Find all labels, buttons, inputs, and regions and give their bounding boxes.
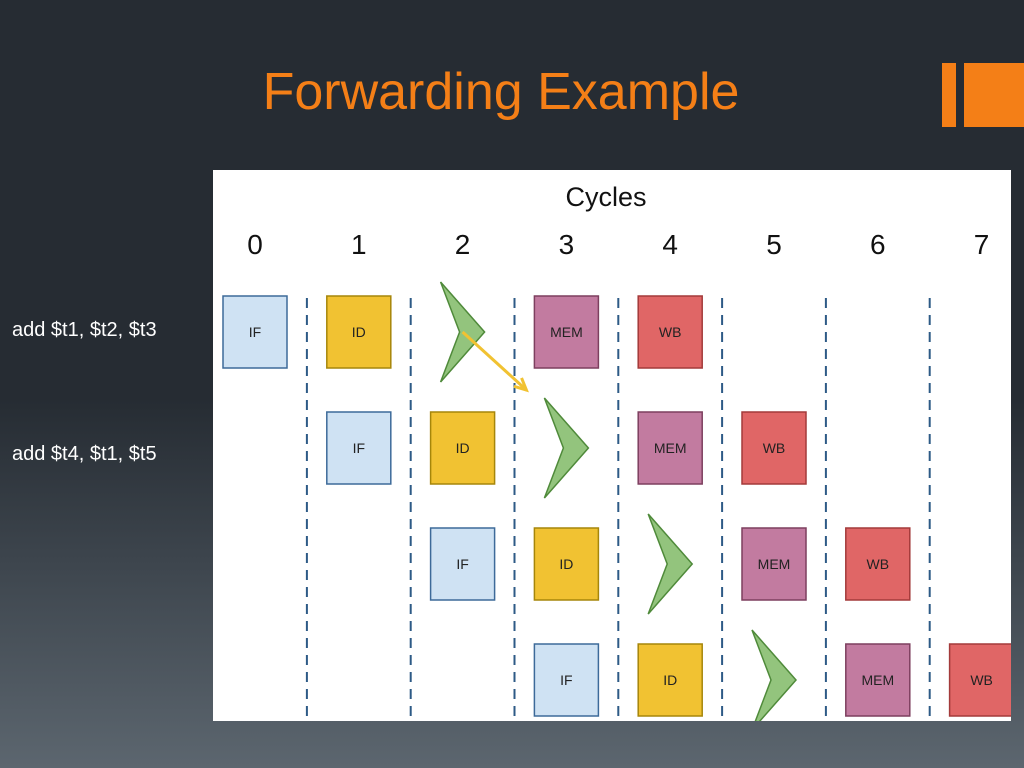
id-stage-label: ID [663,672,677,688]
if-stage-label: IF [456,556,468,572]
cycle-label-2: 2 [455,229,471,260]
if-stage-box [533,643,600,717]
if-stage-label: IF [560,672,572,688]
id-stage-label: ID [456,440,470,456]
logo-bar-thin [942,63,956,127]
forwarding-arrowhead [513,377,529,393]
cycle-label-0: 0 [247,229,263,260]
mem-stage-label: MEM [861,672,894,688]
cycle-label-6: 6 [870,229,886,260]
mem-stage-box [533,295,600,369]
wb-stage-label: WB [763,440,786,456]
pipeline-svg: Cycles 0 1 2 3 4 5 6 7IF ID MEM WB IF ID MEM WB IF ID MEM… [222,182,1011,721]
wb-stage-box [948,643,1011,717]
instruction-label-2: add $t4, $t1, $t5 [12,443,157,465]
id-stage-box [429,411,496,485]
wb-stage-label: WB [867,556,890,572]
wb-stage-box [845,527,911,601]
id-stage-label: ID [559,556,573,572]
ex-stage-marker [543,397,590,499]
if-stage-label: IF [249,324,261,340]
cycle-label-1: 1 [351,229,367,260]
ex-stage-marker [647,513,694,615]
forwarding-arrow [461,330,528,392]
cycle-label-3: 3 [559,229,575,260]
mem-stage-label: MEM [758,556,791,572]
wb-stage-box [637,295,703,369]
cycle-label-4: 4 [662,229,678,260]
mem-stage-box [845,643,911,717]
wb-stage-box [741,411,807,485]
id-stage-box [533,527,600,601]
if-stage-box [326,411,392,485]
if-stage-box [222,295,288,369]
if-stage-box [429,527,496,601]
instruction-label-1: add $t1, $t2, $t3 [12,319,157,341]
id-stage-box [326,295,392,369]
if-stage-label: IF [353,440,365,456]
id-stage-label: ID [352,324,366,340]
mem-stage-box [741,527,807,601]
cycles-axis-title: Cycles [565,182,646,212]
logo [942,63,1024,127]
wb-stage-label: WB [659,324,682,340]
ex-stage-marker [751,629,797,721]
cycle-label-5: 5 [766,229,782,260]
wb-stage-label: WB [970,672,993,688]
mem-stage-box [637,411,703,485]
cycle-label-7: 7 [974,229,990,260]
mem-stage-label: MEM [654,440,687,456]
logo-bar-wide [964,63,1024,127]
id-stage-box [637,643,703,717]
slide-title: Forwarding Example [262,63,740,121]
mem-stage-label: MEM [550,324,583,340]
